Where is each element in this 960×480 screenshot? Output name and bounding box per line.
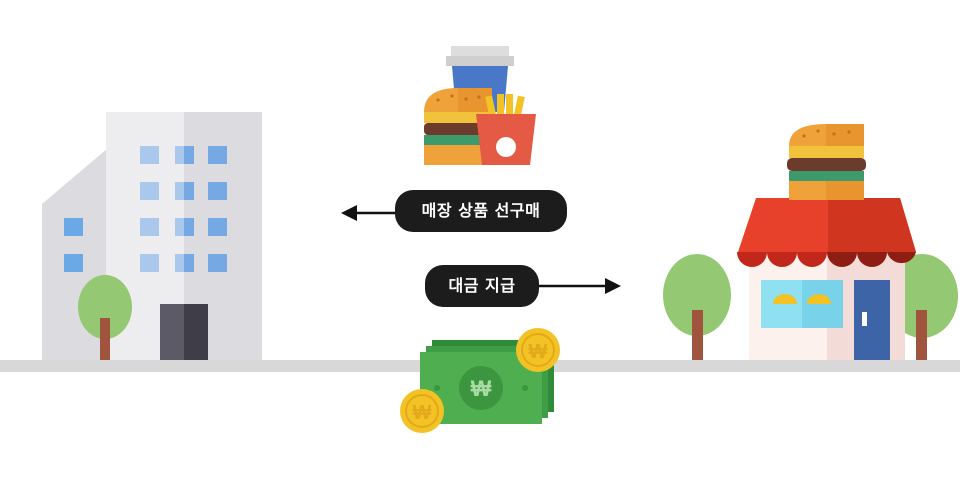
- pre-purchase-label: 매장 상품 선구매: [395, 190, 567, 232]
- svg-text:₩: ₩: [529, 341, 548, 363]
- tree-left: [78, 275, 132, 360]
- svg-text:₩: ₩: [471, 376, 492, 401]
- office-building-icon: [42, 112, 262, 360]
- arrow-right-payment: [534, 278, 621, 294]
- won-cash-and-coins-icon: ₩ ₩ ₩: [400, 328, 560, 433]
- svg-text:₩: ₩: [413, 402, 432, 424]
- tree-right-front: [663, 254, 731, 360]
- payment-label: 대금 지급: [425, 265, 539, 307]
- burger-store-icon: [737, 124, 916, 360]
- fast-food-set-icon: [424, 46, 536, 165]
- arrow-left-purchase: [341, 205, 400, 221]
